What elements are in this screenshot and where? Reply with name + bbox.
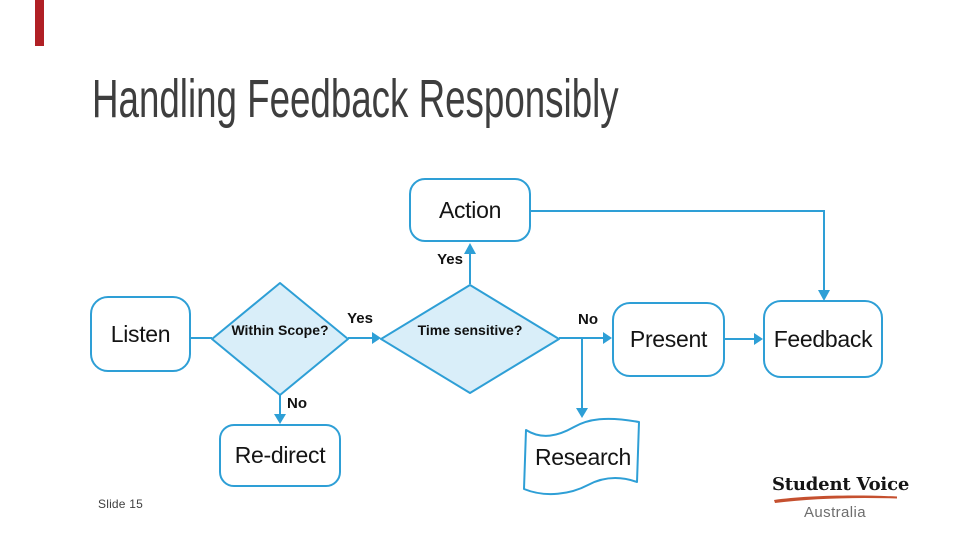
connector-action-feedback [531,210,825,291]
arrowhead-into-action [464,243,476,254]
slide-title: Handling Feedback Responsibly [92,69,619,129]
slide-number: Slide 15 [98,497,143,511]
time-sensitive-diamond [380,284,560,394]
arrowhead-into-research [576,408,588,418]
arrowhead-into-feedback-top [818,290,830,301]
node-listen: Listen [90,296,191,372]
node-research-label: Research [534,444,632,470]
red-accent-bar [35,0,44,46]
logo-wordmark: Student Voice [772,474,910,495]
student-voice-logo: Student Voice Australia [772,474,910,521]
arrowhead-into-time-diamond [372,332,381,344]
within-scope-diamond [211,282,349,396]
logo-swoosh-underline-icon [774,495,897,503]
node-within-scope-label: Within Scope? [231,322,329,338]
node-present: Present [612,302,725,377]
arrowhead-into-feedback-left [754,333,763,345]
node-action: Action [409,178,531,242]
research-wave-shape [523,417,640,495]
logo-subtitle: Australia [804,504,866,521]
arrowhead-into-present [603,332,612,344]
node-feedback: Feedback [763,300,883,378]
arrowhead-into-redirect [274,414,286,424]
node-redirect: Re-direct [219,424,341,487]
edge-label-yes-to-action: Yes [437,251,463,268]
edge-label-no-to-present: No [578,311,598,328]
edge-label-yes-to-time: Yes [347,310,373,327]
node-time-sensitive-label: Time sensitive? [417,322,523,338]
edge-label-no-to-redirect: No [287,395,307,412]
